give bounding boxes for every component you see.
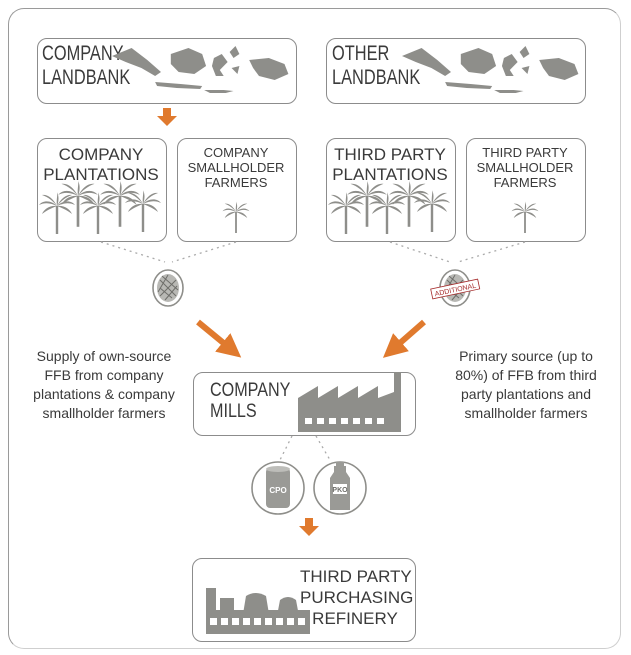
arrow-down-icon — [157, 108, 177, 126]
arrow-down-icon — [299, 518, 319, 536]
arrow-diagonal-icon — [196, 319, 242, 358]
cpo-icon: CPO — [251, 461, 305, 515]
diagram-frame — [8, 8, 621, 649]
indonesia-map-icon — [402, 46, 579, 93]
svg-text:CPO: CPO — [269, 486, 286, 495]
arrow-diagonal-icon — [382, 319, 426, 358]
svg-text:PKO: PKO — [332, 487, 348, 494]
indonesia-map-icon — [112, 46, 289, 93]
palm-tree-icon — [511, 201, 539, 233]
other-landbank-box — [326, 38, 586, 104]
palm-trees-icon — [328, 180, 450, 234]
company-smallholder-box — [177, 138, 297, 242]
third-party-plantations-box — [326, 138, 456, 242]
third-party-smallholder-box — [466, 138, 586, 242]
company-plantations-box — [37, 138, 167, 242]
factory-icon — [298, 372, 401, 432]
oil-palm-fruit-icon — [152, 269, 184, 307]
palm-tree-icon — [222, 201, 250, 233]
palm-trees-icon — [39, 180, 161, 234]
company-landbank-box — [37, 38, 297, 104]
pko-icon: PKO — [313, 461, 367, 515]
refinery-icon — [206, 588, 310, 634]
